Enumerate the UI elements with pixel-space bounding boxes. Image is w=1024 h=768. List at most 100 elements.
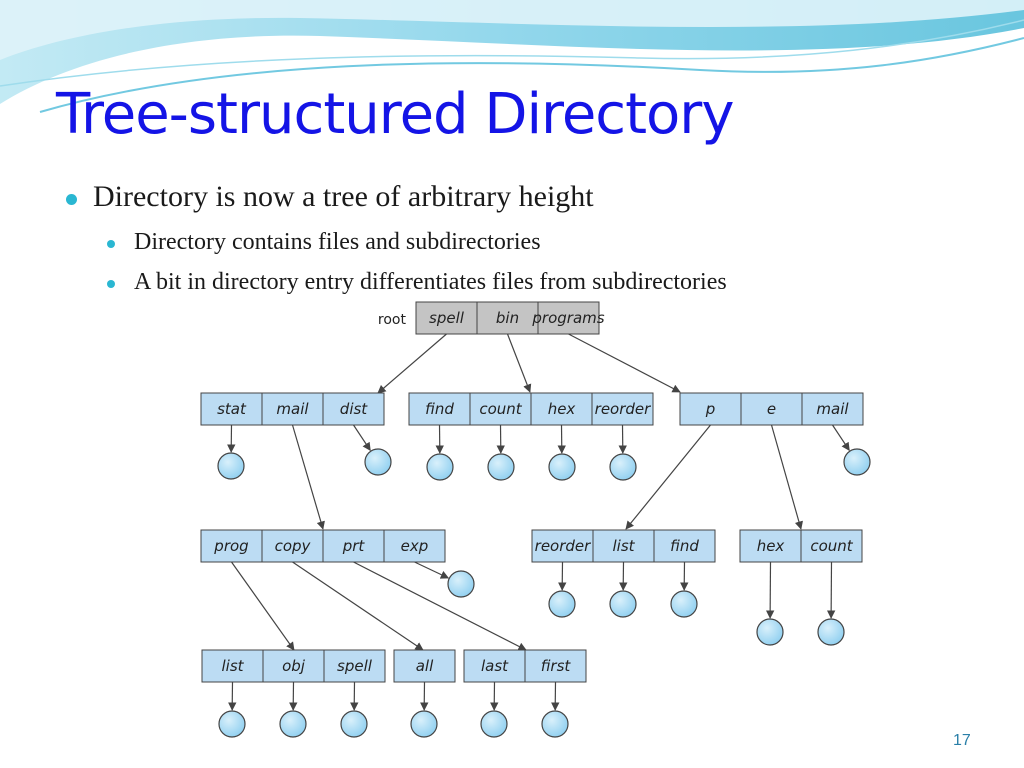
subdirectory-link-arrow (377, 333, 447, 394)
directory-entry-cell (393, 649, 456, 683)
directory-entry-cell (322, 529, 385, 563)
directory-entry-cell (200, 392, 263, 426)
directory-entry-cell (591, 392, 654, 426)
directory-entry-label: prog (213, 537, 248, 555)
tree-links (227, 333, 850, 711)
directory-nodes: spell bin programs stat mail dist find count hex… (200, 301, 864, 683)
file-node (817, 618, 845, 646)
directory-entry-label: last (481, 657, 509, 675)
directory-entry-cell (261, 392, 324, 426)
directory-entry-label: list (612, 537, 635, 555)
directory-entry-label: e (767, 400, 776, 418)
directory-entry-label: count (479, 400, 522, 418)
subdirectory-link-arrow (231, 561, 295, 651)
directory-entry-cell (322, 392, 385, 426)
directory-box: list obj spell (201, 649, 386, 683)
directory-entry-cell (469, 392, 532, 426)
directory-entry-label: spell (429, 309, 465, 327)
file-node (609, 453, 637, 481)
subdirectory-link-arrow (770, 424, 803, 530)
directory-entry-cell (200, 529, 263, 563)
directory-entry-label: programs (531, 309, 604, 327)
subdirectory-link-arrow (291, 424, 325, 530)
directory-entry-label: bin (496, 309, 519, 327)
directory-entry-cell (476, 301, 539, 335)
directory-entry-cell (592, 529, 655, 563)
directory-entry-cell (530, 392, 593, 426)
file-node (364, 448, 392, 476)
directory-entry-label: reorder (535, 537, 591, 555)
directory-entry-cell (408, 392, 471, 426)
file-nodes (217, 448, 871, 738)
subdirectory-link-arrow (292, 561, 424, 651)
directory-entry-cell (262, 649, 325, 683)
file-node (410, 710, 438, 738)
directory-entry-label: mail (276, 400, 309, 418)
subdirectory-link-arrow (353, 561, 527, 651)
directory-entry-label: exp (401, 537, 429, 555)
file-node (447, 570, 475, 598)
bullet-item: Directory is now a tree of arbitrary hei… (66, 180, 594, 214)
subdirectory-link-arrow (568, 333, 681, 393)
directory-entry-cell (739, 529, 802, 563)
file-node (756, 618, 784, 646)
file-node (609, 590, 637, 618)
directory-entry-cell (740, 392, 803, 426)
directory-entry-label: stat (217, 400, 247, 418)
directory-entry-label: spell (337, 657, 373, 675)
directory-entry-label: obj (282, 657, 306, 675)
directory-box: all (393, 649, 456, 683)
directory-entry-cell (201, 649, 264, 683)
slide-title: Tree-structured Directory (56, 82, 734, 147)
file-node (426, 453, 454, 481)
directory-entry-label: list (221, 657, 244, 675)
directory-entry-label: dist (340, 400, 369, 418)
directory-entry-label: hex (757, 537, 785, 555)
bullet-dot-icon (107, 280, 115, 288)
directory-entry-label: p (705, 400, 716, 418)
file-node (217, 452, 245, 480)
directory-tree-diagram: root spell bin programs stat mail dist find cou… (155, 300, 921, 745)
directory-entry-label: all (416, 657, 434, 675)
directory-entry-label: find (425, 400, 454, 418)
bullet-dot-icon (66, 194, 77, 205)
file-node (548, 590, 576, 618)
directory-box: stat mail dist (200, 392, 385, 426)
file-link-arrow (352, 424, 371, 452)
subdirectory-link-arrow (625, 424, 711, 530)
file-node (340, 710, 368, 738)
directory-entry-label: hex (548, 400, 576, 418)
sub-bullet-item: A bit in directory entry differentiates … (107, 269, 727, 296)
directory-entry-cell (323, 649, 386, 683)
sub-bullet-text: A bit in directory entry differentiates … (134, 269, 727, 295)
directory-entry-cell (653, 529, 716, 563)
directory-entry-cell (801, 392, 864, 426)
bullet-text: Directory is now a tree of arbitrary hei… (93, 180, 594, 213)
directory-entry-label: first (541, 657, 572, 675)
root-directory-box: spell bin programs (415, 301, 605, 335)
sub-bullet-item: Directory contains files and subdirector… (107, 229, 541, 256)
sub-bullet-text: Directory contains files and subdirector… (134, 229, 541, 255)
file-link-arrow (414, 561, 450, 579)
header-wave-decoration (0, 0, 1024, 113)
file-node (548, 453, 576, 481)
directory-entry-label: copy (275, 537, 312, 555)
directory-entry-cell (537, 301, 600, 335)
directory-entry-label: prt (342, 537, 366, 555)
root-label: root (378, 312, 407, 328)
directory-entry-cell (679, 392, 742, 426)
file-node (487, 453, 515, 481)
directory-entry-cell (524, 649, 587, 683)
file-node (279, 710, 307, 738)
directory-entry-cell (531, 529, 594, 563)
file-link-arrow (831, 424, 850, 452)
bullet-dot-icon (107, 240, 115, 248)
directory-entry-cell (800, 529, 863, 563)
directory-entry-label: find (670, 537, 699, 555)
directory-entry-cell (463, 649, 526, 683)
directory-box: reorder list find (531, 529, 716, 563)
directory-box: last first (463, 649, 587, 683)
slide-number: 17 (953, 732, 971, 749)
